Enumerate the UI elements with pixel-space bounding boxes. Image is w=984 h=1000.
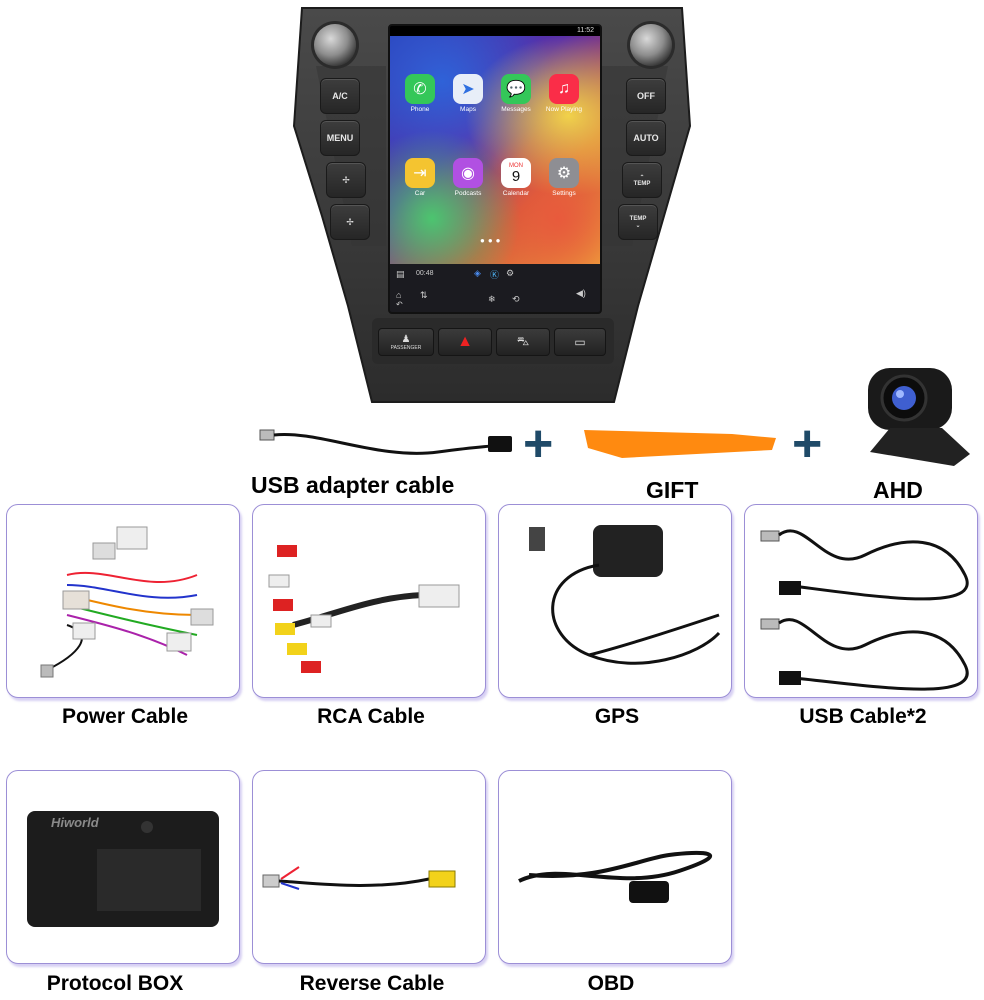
chevron-up-icon: ⌃ [639, 174, 645, 181]
settings-icon: ⚙ [549, 158, 579, 188]
protocol-box-card: Hiworld [6, 770, 240, 964]
usb-adapter-label: USB adapter cable [251, 472, 455, 498]
ahd-label: AHD [873, 477, 923, 503]
auto-button[interactable]: AUTO [626, 120, 666, 156]
calendar-icon: MON 9 [501, 158, 531, 188]
phone-icon: ✆ [405, 74, 435, 104]
obd-card [498, 770, 732, 964]
maps-icon: ➤ [453, 74, 483, 104]
status-bar: 11:52 [390, 26, 600, 38]
app-label: Now Playing [545, 106, 583, 113]
temp-down-button[interactable]: TEMP ⌄ [618, 204, 658, 240]
temp-label: TEMP [633, 180, 651, 187]
rca-cable-card [252, 504, 486, 698]
ahd-camera-image [868, 368, 970, 466]
reverse-cable-card [252, 770, 486, 964]
calendar-day: MON [509, 162, 523, 169]
touch-screen[interactable]: 11:52 ✆ Phone ➤ Maps 💬 Messages ♫ Now Pl… [388, 24, 602, 314]
app-calendar[interactable]: MON 9 Calendar [496, 158, 536, 197]
temp-label: TEMP [629, 215, 647, 222]
passenger-airbag-button[interactable]: ♟ PASSENGER [378, 328, 434, 356]
k-app-icon[interactable]: Ⓚ [490, 270, 500, 280]
reverse-cable-image [262, 866, 456, 890]
plus-icon: + [523, 415, 554, 473]
page-dots: ●●● [480, 236, 504, 245]
pry-tool-gift-image [584, 430, 776, 458]
rca-cable-label: RCA Cable [317, 705, 425, 728]
fan-icon: ✢ [342, 174, 350, 185]
now-playing-icon: ♫ [549, 74, 579, 104]
usb-cable-card [744, 504, 978, 698]
hazard-icon: ▲ [457, 333, 473, 350]
gps-card [498, 504, 732, 698]
app-settings[interactable]: ⚙ Settings [544, 158, 584, 197]
app-now-playing[interactable]: ♫ Now Playing [544, 74, 584, 113]
settings-mini-icon[interactable]: ⚙ [506, 268, 515, 278]
gps-antenna-image [529, 525, 721, 665]
volume-knob[interactable] [314, 24, 356, 66]
gift-label: GIFT [646, 477, 699, 503]
ac-button[interactable]: A/C [320, 78, 360, 114]
volume-icon[interactable]: ◀) [576, 288, 586, 298]
home-icon[interactable]: ⌂ [396, 290, 402, 300]
podcasts-icon: ◉ [453, 158, 483, 188]
status-time: 11:52 [577, 27, 594, 34]
car-icon: ⇥ [405, 158, 435, 188]
menu-grid-icon[interactable]: ▤ [396, 269, 405, 279]
dock-time: 00:48 [416, 270, 434, 277]
app-label: Settings [552, 190, 576, 197]
plus-icon: + [792, 415, 823, 473]
app-label: Calendar [502, 190, 530, 197]
usb-cables-image [760, 529, 969, 691]
app-label: Car [414, 190, 426, 197]
recirculate-icon[interactable]: ⟲ [512, 294, 520, 304]
hazard-button[interactable]: ▲ [438, 328, 492, 356]
rectangle-icon: ▭ [574, 335, 586, 349]
off-button[interactable]: OFF [626, 78, 666, 114]
app-messages[interactable]: 💬 Messages [496, 74, 536, 113]
climate-dock: ▤ 00:48 ◈ Ⓚ ⚙ ⌂ ↶ ⇅ ❄ ⟲ ◀) [390, 264, 600, 312]
app-maps[interactable]: ➤ Maps [448, 74, 488, 113]
brand-label: Hiworld [51, 815, 99, 830]
chevron-down-icon: ⌄ [635, 222, 641, 229]
reverse-cable-label: Reverse Cable [299, 972, 445, 995]
power-cable-image [40, 526, 214, 678]
rca-cable-image [268, 545, 460, 673]
gps-label: GPS [594, 705, 640, 728]
fan-icon: ✢ [346, 216, 354, 227]
car-silhouette-icon: ⛍ [516, 334, 530, 348]
app-label: Maps [460, 106, 476, 113]
car-stereo-unit: A/C MENU ✢ ✢ OFF AUTO ⌃ TEMP TEMP ⌄ 11:5… [292, 6, 692, 404]
protocol-box-label: Protocol BOX [46, 972, 184, 995]
fan-speed-icon[interactable]: ⇅ [420, 290, 428, 300]
temp-up-button[interactable]: ⌃ TEMP [622, 162, 662, 198]
snowflake-icon[interactable]: ❄ [488, 294, 496, 304]
wallpaper [390, 36, 600, 264]
passenger-label: PASSENGER [390, 344, 422, 351]
maps-mini-icon[interactable]: ◈ [474, 268, 481, 278]
app-car[interactable]: ⇥ Car [400, 158, 440, 197]
usb-cable-label: USB Cable*2 [799, 705, 927, 728]
car-button[interactable]: ⛍ [496, 328, 550, 356]
app-label: Messages [501, 106, 531, 113]
seat-icon: ♟ [401, 333, 411, 345]
screen-button[interactable]: ▭ [554, 328, 606, 356]
fan-up-button[interactable]: ✢ [326, 162, 366, 198]
calendar-date: 9 [511, 167, 521, 185]
app-label: Phone [410, 106, 430, 113]
app-label: Podcasts [454, 190, 482, 197]
messages-icon: 💬 [501, 74, 531, 104]
usb-adapter-cable-image [259, 429, 512, 455]
power-cable-card [6, 504, 240, 698]
app-podcasts[interactable]: ◉ Podcasts [448, 158, 488, 197]
protocol-box-image [27, 811, 219, 927]
obd-label: OBD [587, 972, 635, 995]
obd-cable-image [518, 850, 712, 903]
fan-down-button[interactable]: ✢ [330, 204, 370, 240]
back-icon[interactable]: ↶ [396, 300, 403, 309]
menu-button[interactable]: MENU [320, 120, 360, 156]
power-cable-label: Power Cable [61, 705, 189, 728]
tune-knob[interactable] [630, 24, 672, 66]
app-phone[interactable]: ✆ Phone [400, 74, 440, 113]
